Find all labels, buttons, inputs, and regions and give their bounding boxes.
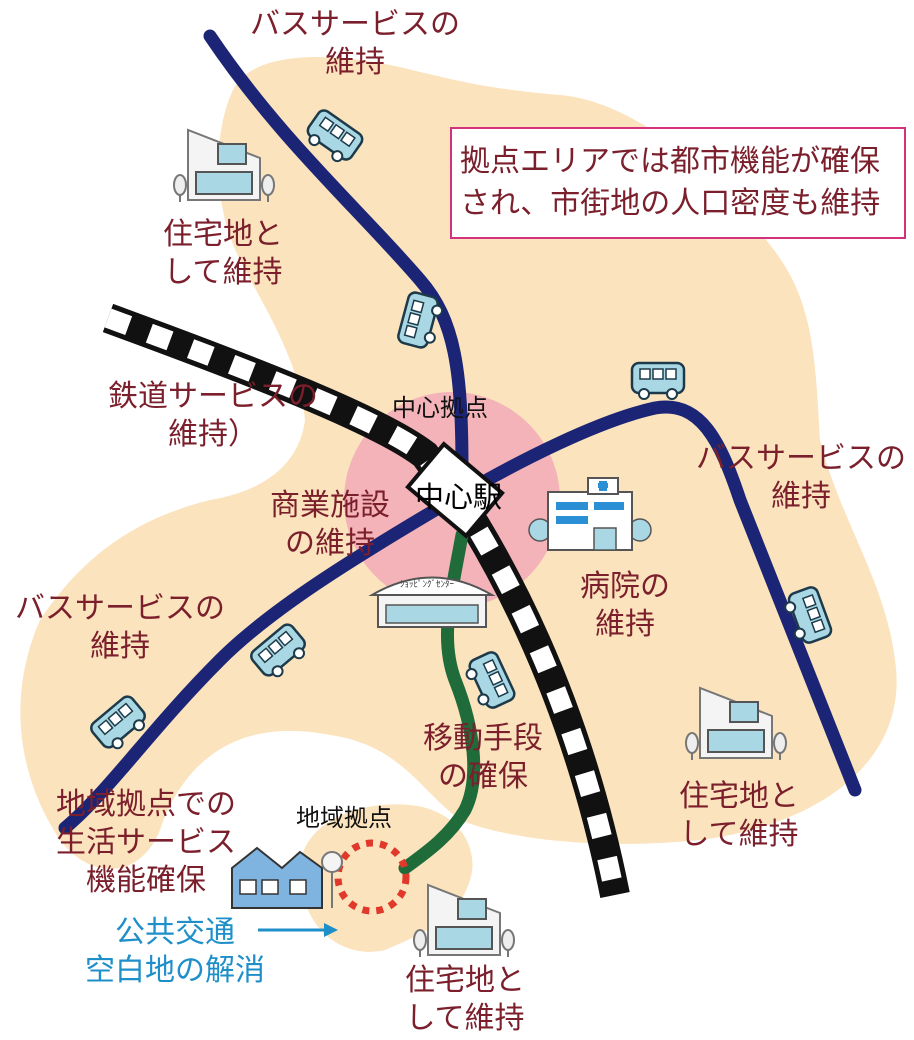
shopping-center-icon bbox=[368, 576, 496, 628]
house-icon-top-left bbox=[173, 128, 275, 202]
commercial-facility-label: 商業施設 の維持 bbox=[270, 488, 390, 561]
bus-icon-5 bbox=[250, 623, 306, 678]
bus-icon-6 bbox=[90, 695, 146, 750]
railway-line-dashes bbox=[104, 308, 625, 897]
hospital-label: 病院の 維持 bbox=[580, 569, 670, 642]
callout-line-1: 拠点エリアでは都市機能が確保 bbox=[460, 144, 880, 179]
shopping-center-sign: ｼｮｯﾋﾟﾝｸﾞｾﾝﾀｰ bbox=[400, 580, 455, 590]
bus-service-label-top: バスサービスの 維持 bbox=[250, 7, 460, 80]
community-building-icon bbox=[231, 846, 343, 909]
mobility-label: 移動手段 の確保 bbox=[423, 721, 543, 794]
callout-box: 拠点エリアでは都市機能が確保 され、市街地の人口密度も維持 bbox=[450, 127, 906, 239]
house-icon-bottom bbox=[413, 883, 515, 957]
bus-service-label-left: バスサービスの 維持 bbox=[15, 591, 225, 664]
housing-label-right: 住宅地と して維持 bbox=[679, 779, 799, 852]
bus-icon-7 bbox=[465, 651, 516, 709]
bus-line-southwest bbox=[58, 493, 459, 835]
housing-label-bottom: 住宅地と して維持 bbox=[405, 963, 525, 1036]
callout-line-2: され、市街地の人口密度も維持 bbox=[460, 186, 881, 221]
hospital-icon bbox=[528, 477, 652, 551]
bus-line-east bbox=[445, 400, 862, 797]
regional-hub-label: 地域拠点 bbox=[296, 804, 392, 832]
bus-icon-3 bbox=[630, 361, 686, 400]
bus-icon-2 bbox=[397, 291, 444, 349]
arrow-head bbox=[324, 923, 338, 937]
central-hub-label: 中心拠点 bbox=[392, 394, 488, 422]
bus-icon-4 bbox=[784, 586, 833, 644]
central-station-icon bbox=[405, 441, 505, 539]
rail-service-label: 鉄道サービスの 維持） bbox=[108, 379, 318, 452]
central-station-label: 中心駅 bbox=[415, 480, 503, 514]
bus-line-north bbox=[203, 29, 469, 477]
transit-gap-label: 公共交通 空白地の解消 bbox=[85, 915, 265, 988]
regional-services-label: 地域拠点での 生活サービス 機能確保 bbox=[56, 787, 236, 898]
bus-service-label-right: バスサービスの 維持 bbox=[696, 441, 906, 514]
bus-icon-1 bbox=[306, 109, 364, 163]
house-icon-right bbox=[685, 686, 787, 760]
regional-hub-circle bbox=[334, 839, 410, 915]
housing-label-top-left: 住宅地と して維持 bbox=[163, 217, 283, 290]
